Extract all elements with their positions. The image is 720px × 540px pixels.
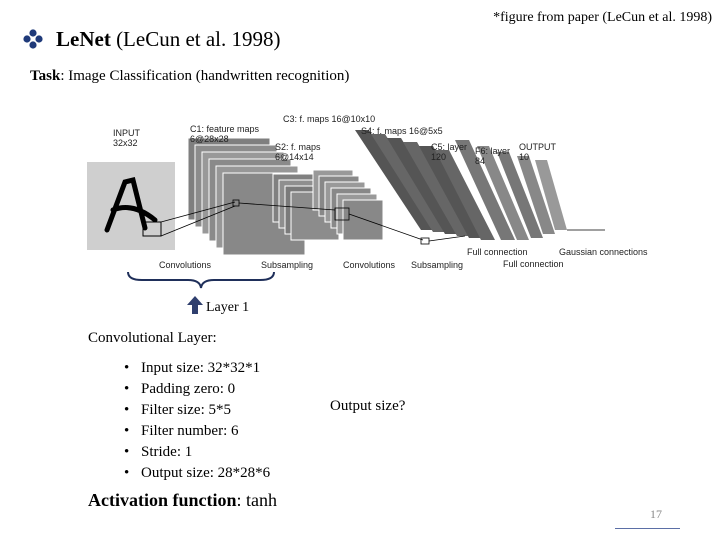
label-op-full2: Full connection [503, 259, 564, 269]
list-item: Padding zero: 0 [124, 379, 270, 400]
label-input-size: 32x32 [113, 138, 138, 148]
task-line: Task: Image Classification (handwritten … [30, 68, 349, 85]
slide-title: LeNet (LeCun et al. 1998) [56, 27, 281, 52]
label-op-sub2: Subsampling [411, 260, 463, 270]
task-text: : Image Classification (handwritten reco… [60, 68, 350, 84]
activation-label: Activation function [88, 490, 237, 510]
footer-rule [615, 528, 680, 529]
layer-label: Layer 1 [206, 300, 250, 315]
label-f6: F6: layer [475, 146, 510, 156]
layer-brace [127, 271, 275, 289]
label-output-size: 10 [519, 152, 529, 162]
receptive-field [142, 221, 162, 237]
list-item: Filter number: 6 [124, 421, 270, 442]
activation-value: : tanh [236, 490, 278, 510]
diamond-bullet-icon [23, 29, 43, 49]
label-op-gauss: Gaussian connections [559, 247, 648, 257]
title-row: LeNet (LeCun et al. 1998) [22, 26, 281, 52]
label-c3: C3: f. maps 16@10x10 [283, 114, 375, 124]
label-op-conv2: Convolutions [343, 260, 396, 270]
label-output: OUTPUT [519, 142, 557, 152]
conv-params-list: Input size: 32*32*1 Padding zero: 0 Filt… [124, 358, 270, 484]
label-c5: C5: layer [431, 142, 467, 152]
label-s2-size: 6@14x14 [275, 152, 314, 162]
label-c1-size: 6@28x28 [190, 134, 229, 144]
list-item: Output size: 28*28*6 [124, 463, 270, 484]
label-c5-size: 120 [431, 152, 446, 162]
handwritten-a [104, 176, 158, 233]
activation-line: Activation function: tanh [88, 490, 277, 511]
list-item: Stride: 1 [124, 442, 270, 463]
label-c1: C1: feature maps [190, 124, 260, 134]
conv-layer-heading: Convolutional Layer: [88, 330, 217, 346]
label-input: INPUT [113, 128, 141, 138]
label-f6-size: 84 [475, 156, 485, 166]
title-bold: LeNet [56, 26, 111, 51]
arrow-up-icon [187, 296, 203, 314]
list-item: Input size: 32*32*1 [124, 358, 270, 379]
title-rest: (LeCun et al. 1998) [110, 26, 281, 51]
label-op-conv1: Convolutions [159, 260, 212, 270]
label-op-sub1: Subsampling [261, 260, 313, 270]
page-number: 17 [650, 507, 662, 521]
fully-connected-layers [455, 140, 567, 240]
lenet-architecture-figure: INPUT 32x32 C1: feature maps 6@28x28 C3:… [87, 114, 648, 270]
label-s4: S4: f. maps 16@5x5 [361, 126, 443, 136]
s4-feature-maps [355, 130, 495, 240]
label-s2: S2: f. maps [275, 142, 321, 152]
task-label: Task [30, 68, 61, 84]
output-size-question: Output size? [330, 398, 406, 414]
source-note: *figure from paper (LeCun et al. 1998) [493, 10, 712, 25]
label-op-full1: Full connection [467, 247, 528, 257]
list-item: Filter size: 5*5 [124, 400, 270, 421]
connection-lines [160, 199, 605, 245]
